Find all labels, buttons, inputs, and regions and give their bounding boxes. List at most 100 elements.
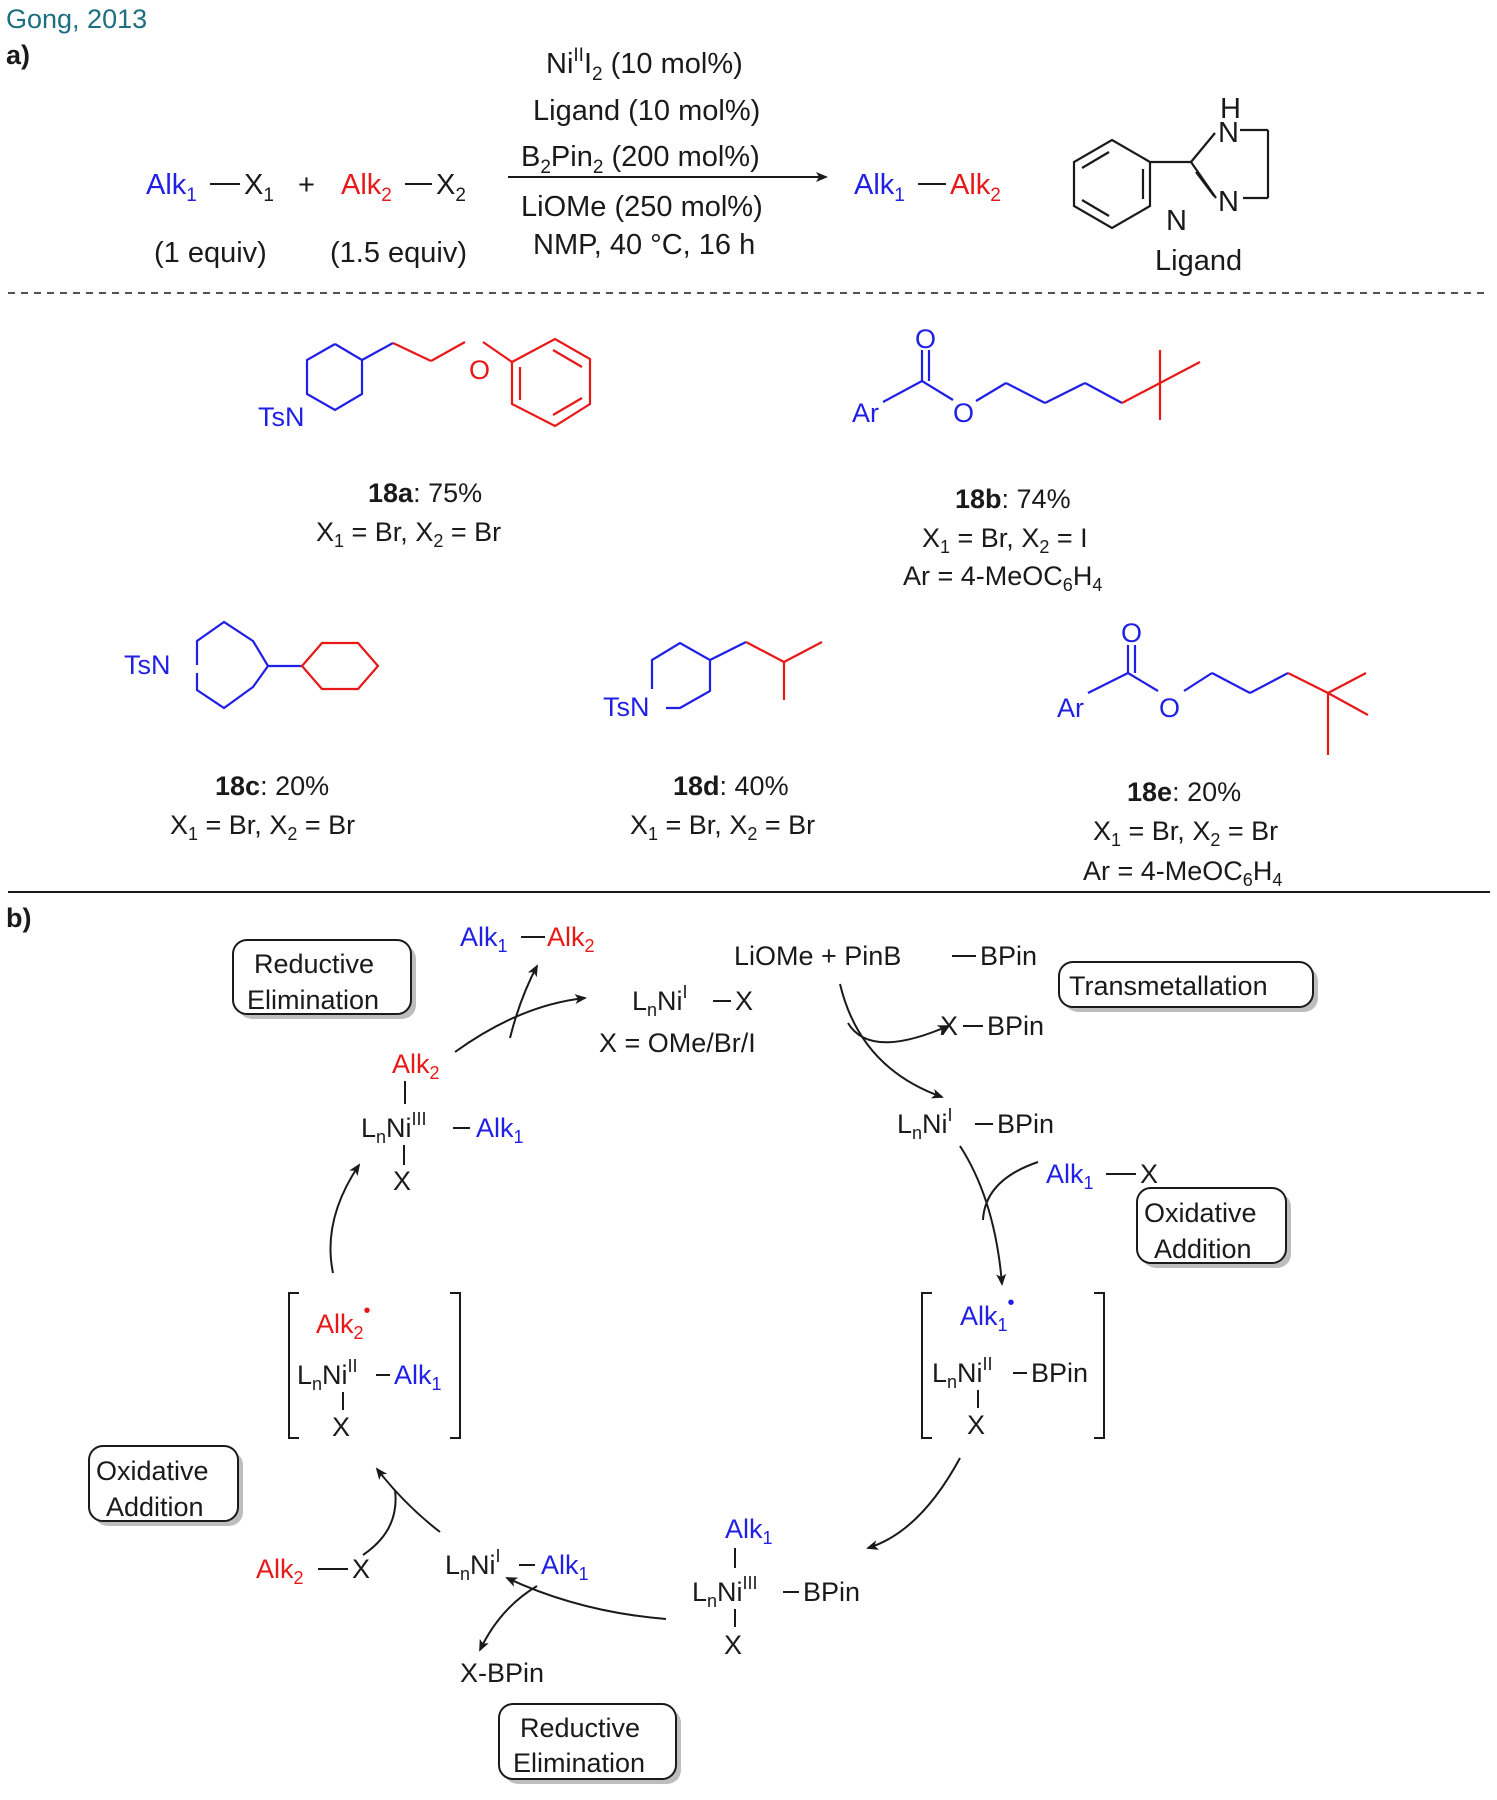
18c-tsn: TsN (124, 650, 171, 680)
18e-carbonyl-O: O (1121, 618, 1142, 648)
product-18d: TsN 18d: 40% X1 = Br, X2 = Br (603, 641, 823, 844)
panel-b-label: b) (6, 903, 31, 933)
box-oxidative-addition-left: Oxidative Addition (88, 1445, 243, 1526)
svg-text:Elimination: Elimination (247, 985, 379, 1015)
species-lnni-ii-alk1: LnNiII (297, 1356, 358, 1394)
18c-conditions: X1 = Br, X2 = Br (170, 810, 355, 844)
box-reductive-elimination-top: Reductive Elimination (232, 939, 416, 1019)
panel-a-label: a) (6, 40, 30, 70)
condition-catalyst: NiIII2 (10 mol%) (546, 45, 743, 85)
box-transmetallation: Transmetallation (1058, 961, 1318, 1012)
ligand-N2: N (1218, 186, 1239, 218)
species-x-right: X (967, 1410, 985, 1440)
18d-conditions: X1 = Br, X2 = Br (630, 810, 815, 844)
cycle-product-alk1: Alk1 (460, 922, 508, 956)
species-lnni-iii-alk1: LnNiIII (361, 1109, 427, 1147)
svg-text:Oxidative: Oxidative (1144, 1198, 1257, 1228)
bracket-left (288, 1292, 461, 1439)
18b-conditions: X1 = Br, X2 = I (922, 523, 1088, 557)
species-x-top: X (393, 1166, 411, 1196)
radical-alk2: Alk2• (316, 1300, 371, 1343)
18e-conditions: X1 = Br, X2 = Br (1093, 816, 1278, 850)
ligand-H: H (1220, 93, 1241, 125)
reactant-alk2: Alk2 (341, 169, 392, 206)
18b-carbonyl-O: O (915, 324, 936, 354)
product-alk2: Alk2 (950, 169, 1001, 206)
18a-tsn: TsN (258, 402, 305, 432)
reaction-scheme: Alk1 X1 + Alk2 X2 (1 equiv) (1.5 equiv) … (146, 45, 1270, 277)
ligand-N1: N (1218, 117, 1239, 149)
species-lnni-i-alk1: LnNiI (445, 1546, 501, 1584)
18e-ar-definition: Ar = 4-MeOC6H4 (1083, 856, 1282, 890)
18e-ester-O: O (1159, 693, 1180, 723)
box-reductive-elimination-bottom: Reductive Elimination (498, 1703, 681, 1784)
bracket-right (921, 1292, 1105, 1439)
svg-text:Reductive: Reductive (254, 949, 374, 979)
species-bpin-1: BPin (997, 1109, 1054, 1139)
18b-yield: 18b: 74% (955, 484, 1071, 514)
equiv-2: (1.5 equiv) (330, 237, 467, 269)
18c-yield: 18c: 20% (215, 771, 329, 801)
author-year-label: Gong, 2013 (6, 4, 147, 34)
ligand-structure (1072, 128, 1270, 230)
18b-ester-O: O (953, 398, 974, 428)
alk2-top: Alk2 (392, 1049, 440, 1083)
species-lnni-iii-bpin: LnNiIII (692, 1573, 758, 1611)
radical-alk1: Alk1• (960, 1292, 1015, 1335)
species-lnni-i-bpin: LnNiI (897, 1105, 953, 1143)
species-bpin-2: BPin (1031, 1358, 1088, 1388)
reagent-alk2-x: X (352, 1554, 370, 1584)
species-alk1-left: Alk1 (541, 1550, 589, 1584)
condition-base: LiOMe (250 mol%) (521, 191, 763, 223)
ligand-label: Ligand (1155, 245, 1242, 277)
cycle-arrows (329, 964, 1039, 1652)
reagent-alk1-x-x: X (1140, 1159, 1158, 1189)
alk1-bottom: Alk1 (725, 1514, 773, 1548)
svg-text:Reductive: Reductive (520, 1713, 640, 1743)
18d-tsn: TsN (603, 692, 650, 722)
product-18a: O TsN 18a: 75% X1 = Br, X2 = Br (255, 337, 592, 551)
byproduct-x-bpin-bottom: X-BPin (460, 1658, 544, 1688)
reagent-bpin: BPin (980, 941, 1037, 971)
18b-ar: Ar (852, 398, 879, 428)
18d-yield: 18d: 40% (673, 771, 789, 801)
species-bpin-3: BPin (803, 1577, 860, 1607)
cycle-product-alk2: Alk2 (547, 922, 595, 956)
reactant-x1: X1 (244, 169, 274, 206)
18a-oxygen: O (469, 355, 490, 385)
box-oxidative-addition-right: Oxidative Addition (1136, 1187, 1291, 1268)
svg-text:Transmetallation: Transmetallation (1069, 971, 1268, 1001)
species-lnni-i-x: LnNiI (632, 982, 688, 1020)
svg-text:Addition: Addition (106, 1492, 204, 1522)
species-x-left: X (332, 1412, 350, 1442)
catalytic-cycle: Reductive Elimination Transmetallation O… (88, 922, 1318, 1784)
18e-yield: 18e: 20% (1127, 777, 1241, 807)
product-18c: TsN 18c: 20% X1 = Br, X2 = Br (124, 620, 380, 844)
byproduct-x: X (940, 1011, 958, 1041)
equiv-1: (1 equiv) (154, 237, 267, 269)
byproduct-bpin: BPin (987, 1011, 1044, 1041)
species-lnni-ii-bpin: LnNiII (932, 1354, 993, 1392)
reagent-alk2: Alk2 (256, 1554, 304, 1588)
condition-ligand: Ligand (10 mol%) (533, 95, 760, 127)
product-alk1: Alk1 (854, 169, 905, 206)
reactant-alk1: Alk1 (146, 169, 197, 206)
reagent-lio-pinb: LiOMe + PinB (734, 941, 901, 971)
reagent-alk1-x: Alk1 (1046, 1159, 1094, 1193)
svg-text:Addition: Addition (1154, 1234, 1252, 1264)
ligand-N3: N (1166, 205, 1187, 237)
condition-solvent: NMP, 40 °C, 16 h (533, 229, 755, 261)
species-alk1-top: Alk1 (476, 1113, 524, 1147)
condition-boron: B2Pin2 (200 mol%) (521, 141, 760, 178)
species-x-bottom: X (724, 1630, 742, 1660)
18e-ar: Ar (1057, 693, 1084, 723)
plus-sign: + (298, 169, 315, 201)
species-x: X (735, 986, 753, 1016)
svg-text:Oxidative: Oxidative (96, 1456, 209, 1486)
product-18b: O O Ar 18b: 74% X1 = Br, X2 = I Ar = 4-M… (852, 324, 1201, 595)
18b-ar-definition: Ar = 4-MeOC6H4 (903, 561, 1102, 595)
species-alk1-bracket: Alk1 (394, 1360, 442, 1394)
product-18e: O O Ar 18e: 20% X1 = Br, X2 = Br Ar = 4-… (1057, 618, 1369, 890)
reactant-x2: X2 (436, 169, 466, 206)
